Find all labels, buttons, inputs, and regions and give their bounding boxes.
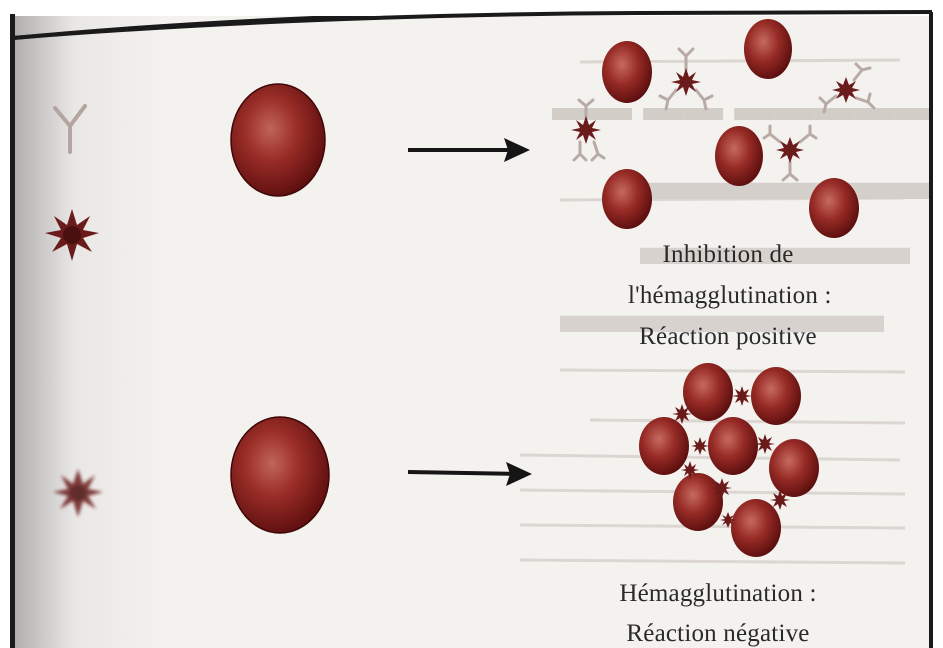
virus-icon-blurred <box>53 469 103 517</box>
caption-positive-line1: Inhibition de <box>628 234 828 275</box>
caption-negative-reaction: Hémagglutination : Réaction négative <box>588 574 848 648</box>
red-blood-cell <box>769 439 819 497</box>
red-blood-cell <box>715 126 763 186</box>
red-blood-cell <box>708 417 758 475</box>
red-blood-cell-large <box>231 417 329 533</box>
antibody-y-icon <box>55 106 85 152</box>
red-blood-cell <box>639 417 689 475</box>
red-blood-cell <box>751 367 801 425</box>
scan-border-right-edge <box>929 12 933 648</box>
caption-positive-reaction: Inhibition de l'hémagglutination : Réact… <box>628 234 828 357</box>
red-blood-cell <box>809 178 859 238</box>
red-blood-cell <box>683 363 733 421</box>
dispersed-cells-group <box>602 19 859 238</box>
reaction-arrow-bottom <box>408 462 532 486</box>
page-top-edge <box>0 0 943 40</box>
virus-icon <box>45 209 99 261</box>
red-blood-cell-large <box>231 84 325 196</box>
red-blood-cell <box>602 169 652 229</box>
scan-border-left-edge <box>10 14 15 648</box>
red-blood-cell <box>731 499 781 557</box>
reaction-arrow-top <box>408 138 530 162</box>
caption-positive-line2: l'hémagglutination : <box>628 275 828 316</box>
scan-border-right <box>932 0 943 648</box>
red-blood-cell <box>602 41 652 103</box>
caption-negative-line2: Réaction négative <box>588 614 848 648</box>
caption-negative-line1: Hémagglutination : <box>588 574 848 614</box>
caption-positive-line3: Réaction positive <box>628 316 828 357</box>
